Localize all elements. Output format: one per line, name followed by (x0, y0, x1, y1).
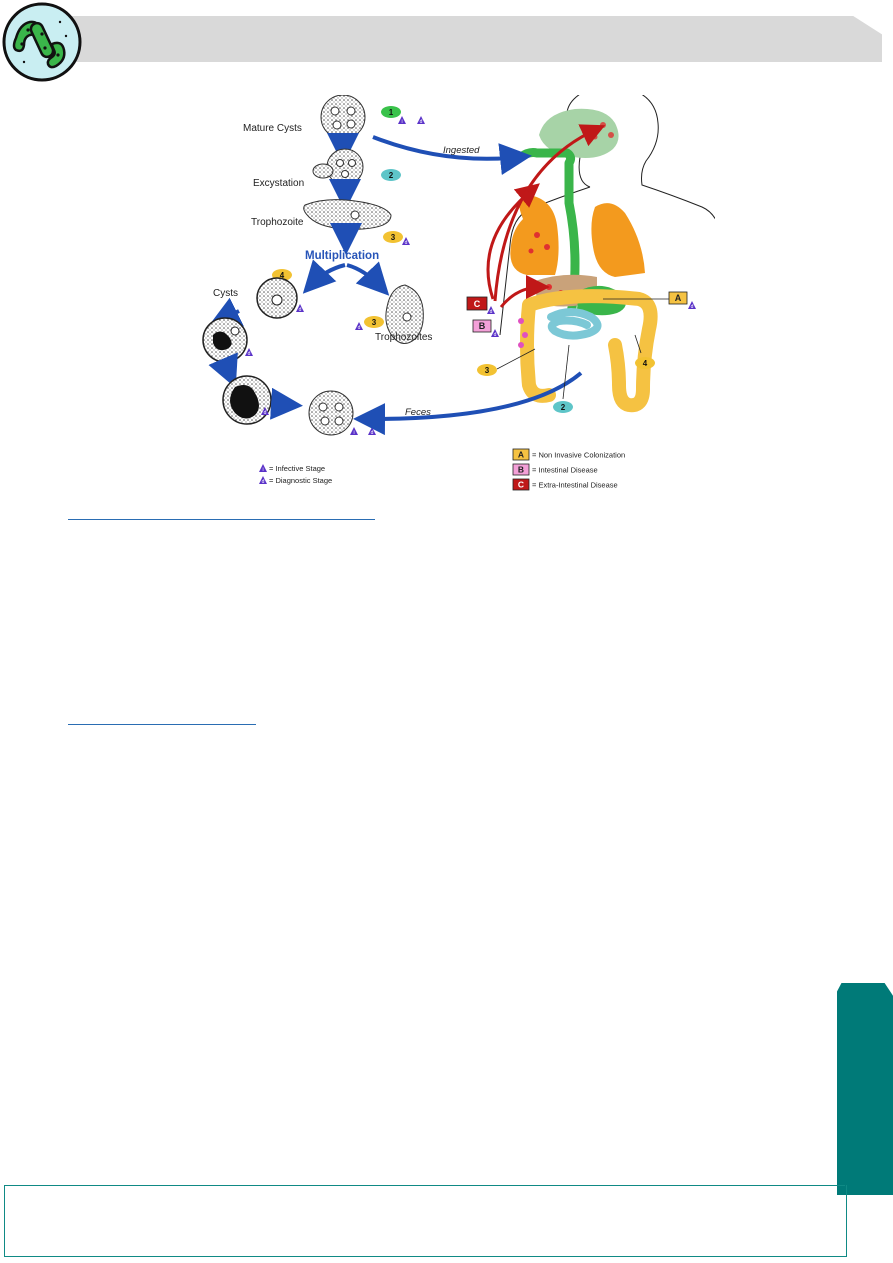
diagnostic-triangle-icon: d (688, 301, 696, 310)
mature-cysts-label: Mature Cysts (243, 123, 302, 134)
svg-text:d: d (299, 307, 302, 313)
svg-text:A: A (675, 293, 682, 303)
svg-text:B: B (518, 465, 524, 475)
svg-text:= Intestinal Disease: = Intestinal Disease (532, 466, 598, 475)
mature-cyst-cell (320, 95, 366, 140)
cyst-cell (256, 277, 298, 319)
trophozoites-label: Trophozoites (375, 332, 432, 343)
svg-text:= Extra-Intestinal Disease: = Extra-Intestinal Disease (532, 481, 618, 490)
svg-text:d: d (420, 119, 423, 125)
svg-text:i: i (401, 119, 402, 125)
stage-badge-3-body: 3 (477, 348, 536, 376)
svg-text:4: 4 (643, 359, 648, 368)
arrow-cyst-3 (270, 387, 303, 420)
stage-badge-3-right: 3 (364, 316, 384, 328)
legend-non-invasive: A = Non Invasive Colonization (512, 448, 625, 461)
diagnostic-triangle-icon: d (487, 306, 495, 315)
svg-text:= Non Invasive Colonization: = Non Invasive Colonization (532, 451, 625, 460)
stage-badge-3-top: 3 (383, 231, 403, 243)
svg-text:i: i (353, 430, 354, 436)
svg-text:d: d (248, 351, 251, 357)
feces-label: Feces (405, 407, 431, 418)
arrow-to-cysts (302, 259, 346, 294)
stage-badge-4-body: 4 (634, 334, 655, 369)
svg-text:d: d (262, 479, 265, 485)
svg-text:d: d (691, 304, 694, 310)
svg-text:2: 2 (561, 403, 566, 412)
trophozoite-cell (303, 199, 392, 230)
svg-text:2: 2 (389, 171, 394, 180)
section-rule-top (68, 519, 375, 520)
svg-text:d: d (264, 410, 267, 416)
arrow-cyst-2 (208, 352, 238, 389)
arrow-to-trophozoites (346, 261, 390, 296)
life-cycle-diagram: Mature Cysts 1 i d Excystation 2 Trophoz… (202, 95, 715, 491)
infective-triangle-icon: i (398, 116, 406, 125)
infective-triangle-icon: i (350, 427, 358, 436)
svg-text:1: 1 (389, 108, 394, 117)
header-bar (60, 16, 882, 62)
ingested-arrow (372, 135, 532, 176)
legend-intestinal: B = Intestinal Disease (512, 463, 598, 476)
cyst-stage-3-cell (222, 375, 272, 425)
footer-box (4, 1185, 847, 1257)
site-marker-b: B (472, 319, 492, 333)
svg-text:4: 4 (280, 271, 285, 280)
diagnostic-triangle-icon: d (491, 329, 499, 338)
small-intestine-shape (547, 308, 602, 340)
svg-text:3: 3 (391, 233, 396, 242)
cysts-label: Cysts (213, 288, 238, 299)
diagnostic-triangle-icon: d (296, 304, 304, 313)
red-arrow-to-liver (499, 275, 550, 308)
diagnostic-triangle-icon: d (368, 427, 376, 436)
excystation-label: Excystation (253, 178, 304, 189)
feces-arrow (353, 371, 583, 436)
svg-text:d: d (405, 240, 408, 246)
svg-text:3: 3 (372, 318, 377, 327)
ingested-label: Ingested (443, 145, 480, 156)
diagnostic-triangle-icon: d (417, 116, 425, 125)
svg-text:d: d (371, 430, 374, 436)
red-arrow-to-brain (493, 124, 606, 302)
diagnostic-triangle-icon: d (261, 407, 269, 416)
excysting-cell (312, 148, 364, 186)
trophozoite-label: Trophozoite (251, 217, 304, 228)
site-marker-c: C (466, 296, 488, 311)
svg-text:A: A (518, 450, 524, 460)
side-tab (837, 983, 893, 1195)
svg-text:d: d (358, 325, 361, 331)
svg-text:i: i (262, 467, 263, 473)
stage-badge-2: 2 (381, 169, 401, 181)
svg-text:3: 3 (485, 366, 490, 375)
diagnostic-triangle-icon: d (355, 322, 363, 331)
svg-text:= Infective Stage: = Infective Stage (269, 464, 325, 473)
svg-text:B: B (479, 321, 486, 331)
stage-badge-1: 1 (381, 106, 401, 118)
diagnostic-triangle-icon: d (402, 237, 410, 246)
svg-text:C: C (518, 480, 524, 490)
legend-extra-intestinal: C = Extra-Intestinal Disease (512, 478, 618, 491)
right-lung-shape (591, 203, 645, 277)
multiplication-label: Multiplication (305, 250, 379, 262)
svg-text:C: C (474, 299, 481, 309)
site-marker-a: A (603, 291, 688, 305)
legend-infective: i = Infective Stage (259, 464, 325, 473)
diagnostic-triangle-icon: d (245, 348, 253, 357)
cyst-stage-2-cell (202, 317, 248, 363)
svg-text:d: d (490, 309, 493, 315)
excreted-cyst-cell (308, 390, 354, 436)
svg-text:d: d (494, 332, 497, 338)
legend-diagnostic: d = Diagnostic Stage (259, 476, 332, 485)
stage-badge-2-body: 2 (553, 344, 573, 413)
bacteria-logo-icon (2, 2, 82, 82)
section-rule-middle (68, 724, 256, 725)
svg-text:= Diagnostic Stage: = Diagnostic Stage (269, 476, 332, 485)
